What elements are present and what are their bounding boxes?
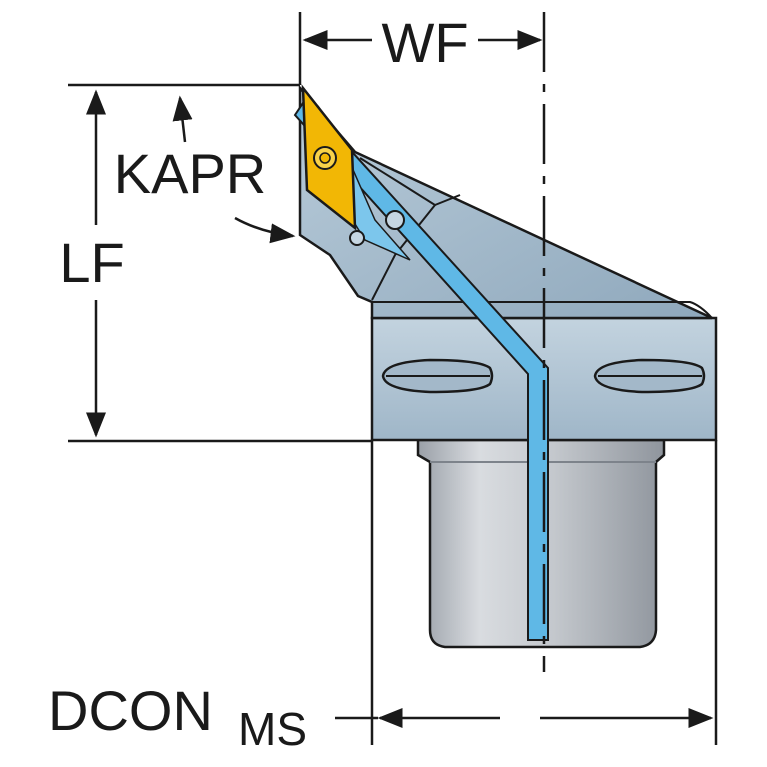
angled-arm	[298, 84, 713, 320]
dimension-lf: LF	[59, 83, 372, 443]
cutting-insert	[301, 84, 357, 231]
screw-slot-left	[381, 358, 494, 394]
dcon-subscript: MS	[238, 703, 307, 755]
screw-slot-right	[593, 358, 706, 394]
dimension-kapr: KAPR	[114, 95, 296, 244]
wf-label: WF	[381, 11, 468, 74]
dcon-label: DCON	[48, 679, 213, 742]
dimension-wf: WF	[298, 11, 543, 85]
dimension-dcon: DCON MS	[48, 440, 718, 755]
lf-label: LF	[59, 231, 124, 294]
kapr-label: KAPR	[114, 142, 267, 205]
